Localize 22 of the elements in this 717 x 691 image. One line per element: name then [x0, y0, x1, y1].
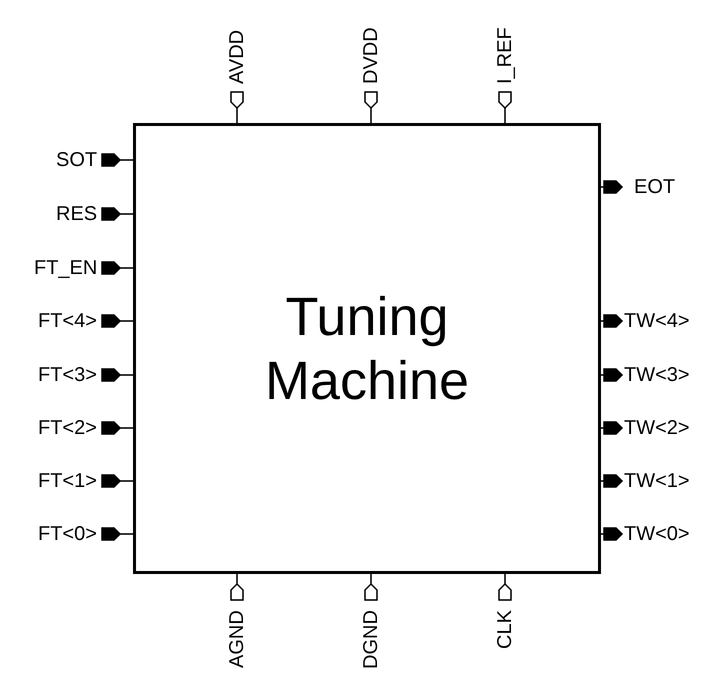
pin-label: CLK [494, 610, 516, 649]
pin-label: TW<3> [624, 364, 690, 386]
pin-label: TW<1> [624, 470, 690, 492]
pin-label: FT<1> [38, 470, 97, 492]
pin-label: FT<2> [38, 417, 97, 439]
pin-label: SOT [56, 149, 98, 171]
pin-label: FT_EN [34, 257, 98, 279]
pin-label: RES [56, 203, 98, 225]
pin-label: FT<3> [38, 364, 97, 386]
pin-label: TW<0> [624, 523, 690, 545]
pin-label: FT<0> [38, 523, 97, 545]
block-title: Tuning Machine [264, 286, 470, 412]
pin-label: DVDD [360, 27, 382, 84]
pin-label: TW<2> [624, 417, 690, 439]
pin-label: EOT [634, 176, 676, 198]
pin-label: FT<4> [38, 310, 97, 332]
pin-label: AGND [226, 610, 248, 668]
pin-label: DGND [360, 610, 382, 669]
pin-label: TW<4> [624, 310, 690, 332]
block-box [133, 123, 601, 574]
pin-label: I_REF [494, 27, 516, 84]
pin-label: AVDD [226, 30, 248, 84]
